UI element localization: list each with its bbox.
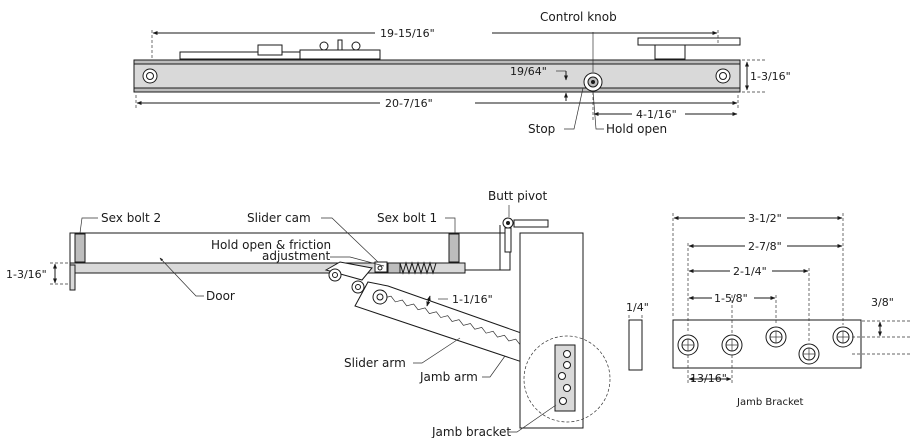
label-adjustment: adjustment [262,249,331,263]
spring [399,261,437,275]
dim-bracket-outer: 3-1/2" [748,212,782,225]
closer-body-edge [133,59,741,65]
butt-pivot-hinge [504,227,512,253]
top-pivot-plate [637,37,741,46]
dim-knob-distance: 4-1/16" [636,108,677,121]
bracket-side-profile [628,319,643,371]
closer-body [133,59,741,93]
end-screw-right-inner [719,72,727,80]
slider-arm [324,261,373,281]
top-pivot-block [654,44,686,60]
butt-pivot-leaf [513,219,549,228]
top-view: 19-15/16" Control knob 1-3/16" 19/64" 20… [133,10,791,136]
top-block [257,44,283,56]
bracket-view: 1/4" 3-1/2" 2-7/8" [626,212,910,408]
top-screw [319,41,329,51]
dim-bracket-4: 1-5/8" [714,292,748,305]
dim-arm-width: 1-1/16" [452,293,493,306]
label-jamb-bracket: Jamb bracket [431,425,511,438]
label-stop: Stop [528,122,555,136]
sex-bolt-1 [448,233,460,263]
sex-bolt-2 [74,233,86,263]
dim-overall-length: 19-15/16" [380,27,435,40]
top-screw [351,41,361,51]
detail-circle [523,335,611,423]
dim-bracket-bottom: 13/16" [690,372,727,385]
dim-height-installed: 1-3/16" [6,268,47,281]
dim-height: 1-3/16" [750,70,791,83]
label-sex-bolt-1: Sex bolt 1 [377,211,437,225]
bracket-face [672,319,862,369]
installed-view: Butt pivot Sex bolt 2 [6,189,611,438]
dim-bracket-2: 2-7/8" [748,240,782,253]
label-hold-open-friction: Hold open & friction [211,238,331,252]
bracket-title: Jamb Bracket [736,397,804,408]
label-jamb-arm: Jamb arm [419,370,478,384]
label-slider-cam: Slider cam [247,211,311,225]
hold-open-block [387,262,401,274]
top-cover [299,49,381,60]
dim-bracket-thickness: 1/4" [626,301,649,314]
closer-body-edge [133,87,741,93]
label-hold-open: Hold open [606,122,667,136]
closer-end-cap [69,264,76,291]
label-slider-arm: Slider arm [344,356,406,370]
dim-body-length: 20-7/16" [385,97,433,110]
end-screw-left-inner [146,72,154,80]
dim-bracket-3: 2-1/4" [733,265,767,278]
dim-bracket-vertical: 3/8" [871,296,894,309]
label-sex-bolt-2: Sex bolt 2 [101,211,161,225]
label-butt-pivot: Butt pivot [488,189,547,203]
label-door: Door [206,289,235,303]
control-knob-center [591,80,595,84]
top-pin [337,39,343,51]
label-control-knob: Control knob [540,10,617,24]
dim-knob-offset: 19/64" [510,65,547,78]
